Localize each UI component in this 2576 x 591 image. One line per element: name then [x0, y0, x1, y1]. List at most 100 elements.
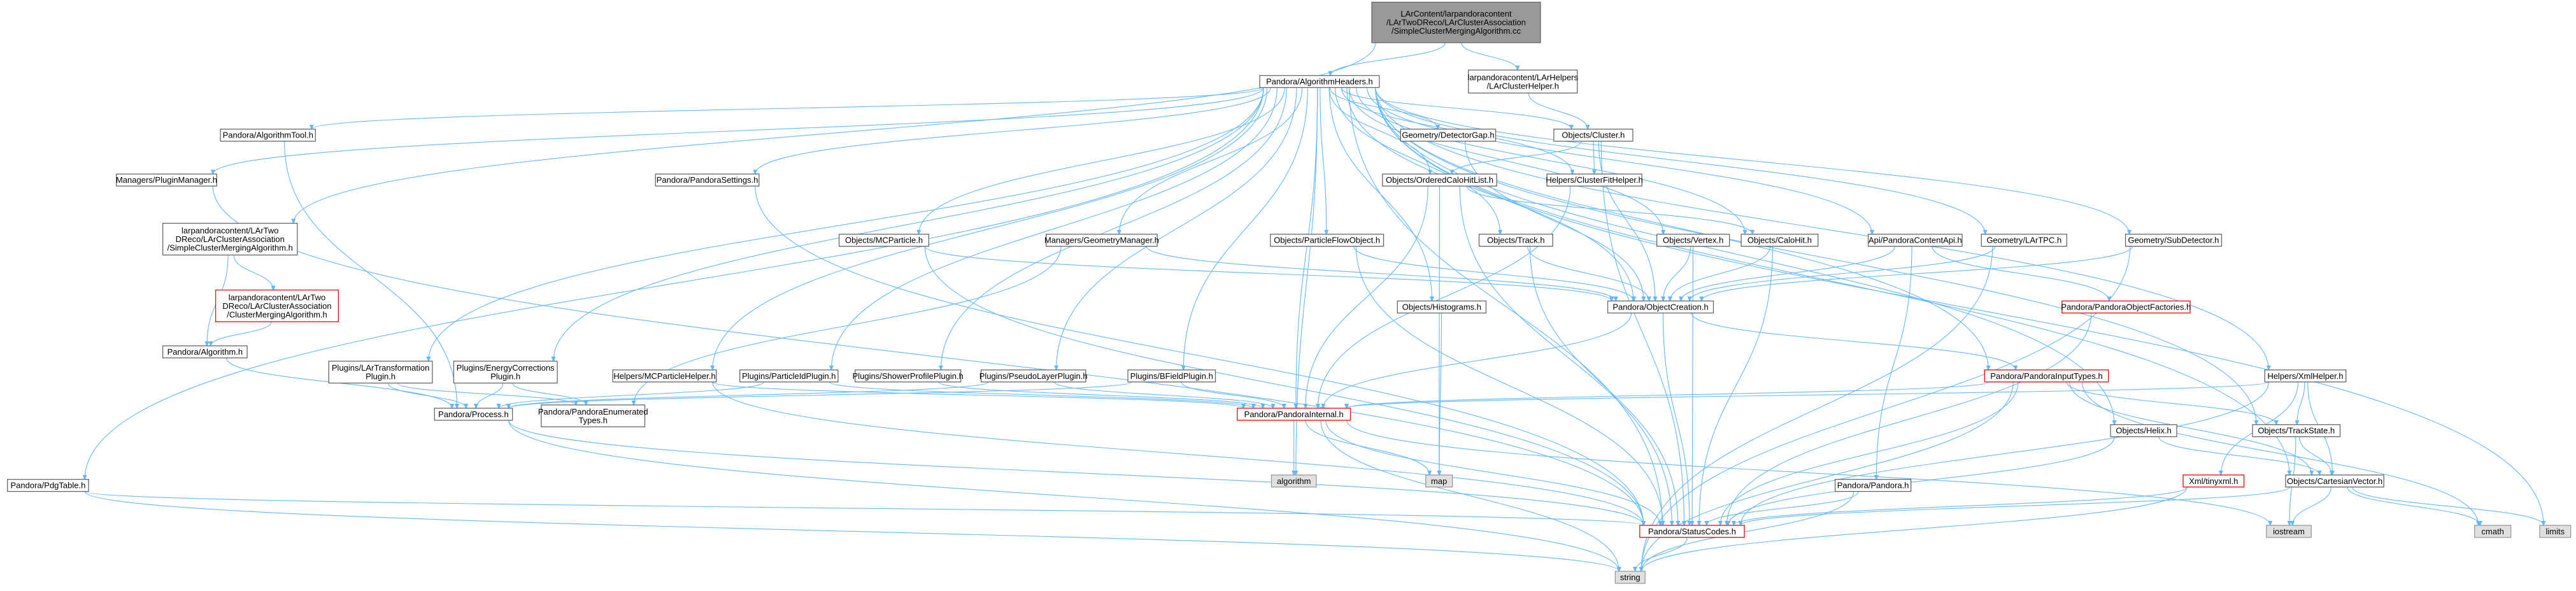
- node-label: Pandora/PandoraInternal.h: [1244, 409, 1344, 419]
- node-clusterfit[interactable]: Helpers/ClusterFitHelper.h: [1546, 173, 1643, 187]
- node-orderedcalo[interactable]: Objects/OrderedCaloHitList.h: [1382, 173, 1497, 187]
- node-label: Api/PandoraContentApi.h: [1868, 236, 1962, 245]
- edge-process-to-string: [508, 420, 1619, 571]
- node-box: [453, 360, 558, 384]
- node-label: Geometry/DetectorGap.h: [1402, 131, 1494, 140]
- node-pfo[interactable]: Objects/ParticleFlowObject.h: [1270, 234, 1384, 247]
- node-algtool[interactable]: Pandora/AlgorithmTool.h: [220, 129, 317, 142]
- node-label: Pandora/ObjectCreation.h: [1612, 303, 1708, 312]
- edge-internal-to-map: [1305, 420, 1430, 475]
- node-calohit[interactable]: Objects/CaloHit.h: [1740, 234, 1819, 247]
- edge-orderedcalo-to-map: [1439, 186, 1440, 475]
- node-label: larpandoracontent/LArTwo: [229, 292, 325, 302]
- node-pandora[interactable]: Pandora/Pandora.h: [1834, 479, 1912, 492]
- node-statuscodes[interactable]: Pandora/StatusCodes.h: [1639, 525, 1745, 538]
- edge-cluster-to-objcreation: [1598, 141, 1655, 301]
- edge-xmlhelper-to-trackstate: [2297, 381, 2305, 425]
- node-limits: limits: [2539, 525, 2572, 538]
- node-clustermerge[interactable]: larpandoracontent/LArTwoDReco/LArCluster…: [215, 289, 339, 322]
- node-label: Objects/CaloHit.h: [1747, 236, 1812, 245]
- edge-vertex-to-objcreation: [1663, 246, 1691, 301]
- edge-bfield-to-internal: [1181, 381, 1284, 408]
- node-label: Helpers/ClusterFitHelper.h: [1546, 175, 1642, 185]
- node-box: [2252, 424, 2341, 438]
- edge-lartpc-to-objcreation: [1690, 246, 1996, 301]
- node-label: Helpers/MCParticleHelper.h: [613, 371, 715, 381]
- node-mcparticle[interactable]: Objects/MCParticle.h: [838, 234, 930, 247]
- node-mcphelper[interactable]: Helpers/MCParticleHelper.h: [612, 369, 717, 383]
- node-objcreation[interactable]: Pandora/ObjectCreation.h: [1607, 300, 1714, 314]
- node-tinyxml[interactable]: Xml/tinyxml.h: [2182, 474, 2245, 488]
- edge-cluster-to-clusterfit: [1593, 141, 1594, 174]
- edge-algheaders-to-mcphelper: [713, 87, 1268, 369]
- edge-algheaders-to-bfield: [1183, 87, 1308, 369]
- node-helix[interactable]: Objects/Helix.h: [2110, 424, 2177, 438]
- node-label: Pandora/AlgorithmHeaders.h: [1266, 77, 1373, 87]
- node-box: [1546, 173, 1642, 187]
- node-track[interactable]: Objects/Track.h: [1478, 234, 1553, 247]
- node-simplemerge[interactable]: larpandoracontent/LArTwoDReco/LArCluster…: [162, 222, 298, 256]
- node-process[interactable]: Pandora/Process.h: [434, 408, 513, 421]
- node-lartpc[interactable]: Geometry/LArTPC.h: [1981, 234, 2068, 247]
- node-box: [855, 369, 962, 383]
- edge-contentapi-to-objfactories: [1932, 246, 2109, 301]
- edge-algheaders-to-inputtypes: [1375, 87, 1988, 369]
- edge-track-to-statuscodes: [1529, 246, 1678, 525]
- edge-algheaders-to-internal: [1296, 87, 1318, 408]
- node-box: [2474, 525, 2512, 538]
- edge-contentapi-to-pandora: [1876, 246, 1912, 480]
- node-label: Objects/Histograms.h: [1402, 303, 1481, 312]
- node-pdgtable[interactable]: Pandora/PdgTable.h: [7, 479, 89, 492]
- node-detectorgap[interactable]: Geometry/DetectorGap.h: [1400, 129, 1497, 142]
- node-box: [838, 234, 930, 247]
- node-geommanager[interactable]: Managers/GeometryManager.h: [1044, 234, 1159, 247]
- edge-algheaders-to-pfo: [1320, 87, 1327, 234]
- node-label: DReco/LArClusterAssociation: [222, 301, 331, 311]
- node-pluginmanager[interactable]: Managers/PluginManager.h: [116, 173, 217, 187]
- node-label: Plugins/ShowerProfilePlugin.h: [853, 371, 964, 381]
- node-label: larpandoracontent/LArHelpers: [1468, 73, 1579, 82]
- node-box: [1639, 525, 1745, 538]
- node-label: Objects/Vertex.h: [1663, 236, 1723, 245]
- node-xmlhelper[interactable]: Helpers/XmlHelper.h: [2264, 369, 2347, 383]
- node-subdetector[interactable]: Geometry/SubDetector.h: [2124, 234, 2223, 247]
- edge-clustermerge-to-algorithm: [211, 322, 272, 346]
- node-showerprofile[interactable]: Plugins/ShowerProfilePlugin.h: [853, 369, 964, 383]
- node-box: [2264, 369, 2347, 383]
- node-trackstate[interactable]: Objects/TrackState.h: [2252, 424, 2341, 438]
- node-algorithm[interactable]: Pandora/Algorithm.h: [162, 345, 248, 359]
- node-internal[interactable]: Pandora/PandoraInternal.h: [1237, 408, 1351, 421]
- node-objfactories[interactable]: Pandora/PandoraObjectFactories.h: [2061, 300, 2191, 314]
- node-pseudolayer[interactable]: Plugins/PseudoLayerPlugin.h: [979, 369, 1088, 383]
- edge-algheaders-to-pluginmanager: [213, 87, 1264, 174]
- node-box: [2061, 300, 2191, 314]
- node-box: [612, 369, 717, 383]
- edge-pfo-to-objcreation: [1353, 246, 1634, 301]
- node-bfield[interactable]: Plugins/BFieldPlugin.h: [1127, 369, 1216, 383]
- node-cartesian[interactable]: Objects/CartesianVector.h: [2285, 474, 2384, 488]
- node-vertex[interactable]: Objects/Vertex.h: [1656, 234, 1730, 247]
- node-contentapi[interactable]: Api/PandoraContentApi.h: [1867, 234, 1963, 247]
- node-box: [1834, 479, 1912, 492]
- node-label: Pandora/PdgTable.h: [11, 481, 86, 490]
- node-larclusterhelper[interactable]: larpandoracontent/LArHelpers/LArClusterH…: [1468, 69, 1579, 94]
- node-label: LArContent/larpandoracontent: [1400, 9, 1512, 18]
- edge-lartpc-to-string: [1641, 246, 1993, 571]
- node-inputtypes[interactable]: Pandora/PandoraInputTypes.h: [1984, 369, 2109, 383]
- node-root[interactable]: LArContent/larpandoracontent/LArTwoDReco…: [1371, 1, 1541, 43]
- node-pidplugin[interactable]: Plugins/ParticleIdPlugin.h: [739, 369, 839, 383]
- node-cluster[interactable]: Objects/Cluster.h: [1553, 129, 1633, 142]
- node-settings[interactable]: Pandora/PandoraSettings.h: [655, 173, 760, 187]
- node-box: [2124, 234, 2223, 247]
- node-histograms[interactable]: Objects/Histograms.h: [1397, 300, 1487, 314]
- node-label: /ClusterMergingAlgorithm.h: [227, 310, 327, 319]
- edge-algheaders-to-track: [1335, 87, 1500, 234]
- node-label: string: [1620, 573, 1640, 582]
- edge-objcreation-to-statuscodes: [1662, 313, 1690, 525]
- node-algheaders[interactable]: Pandora/AlgorithmHeaders.h: [1259, 75, 1380, 89]
- node-label: Plugins/PseudoLayerPlugin.h: [979, 371, 1088, 381]
